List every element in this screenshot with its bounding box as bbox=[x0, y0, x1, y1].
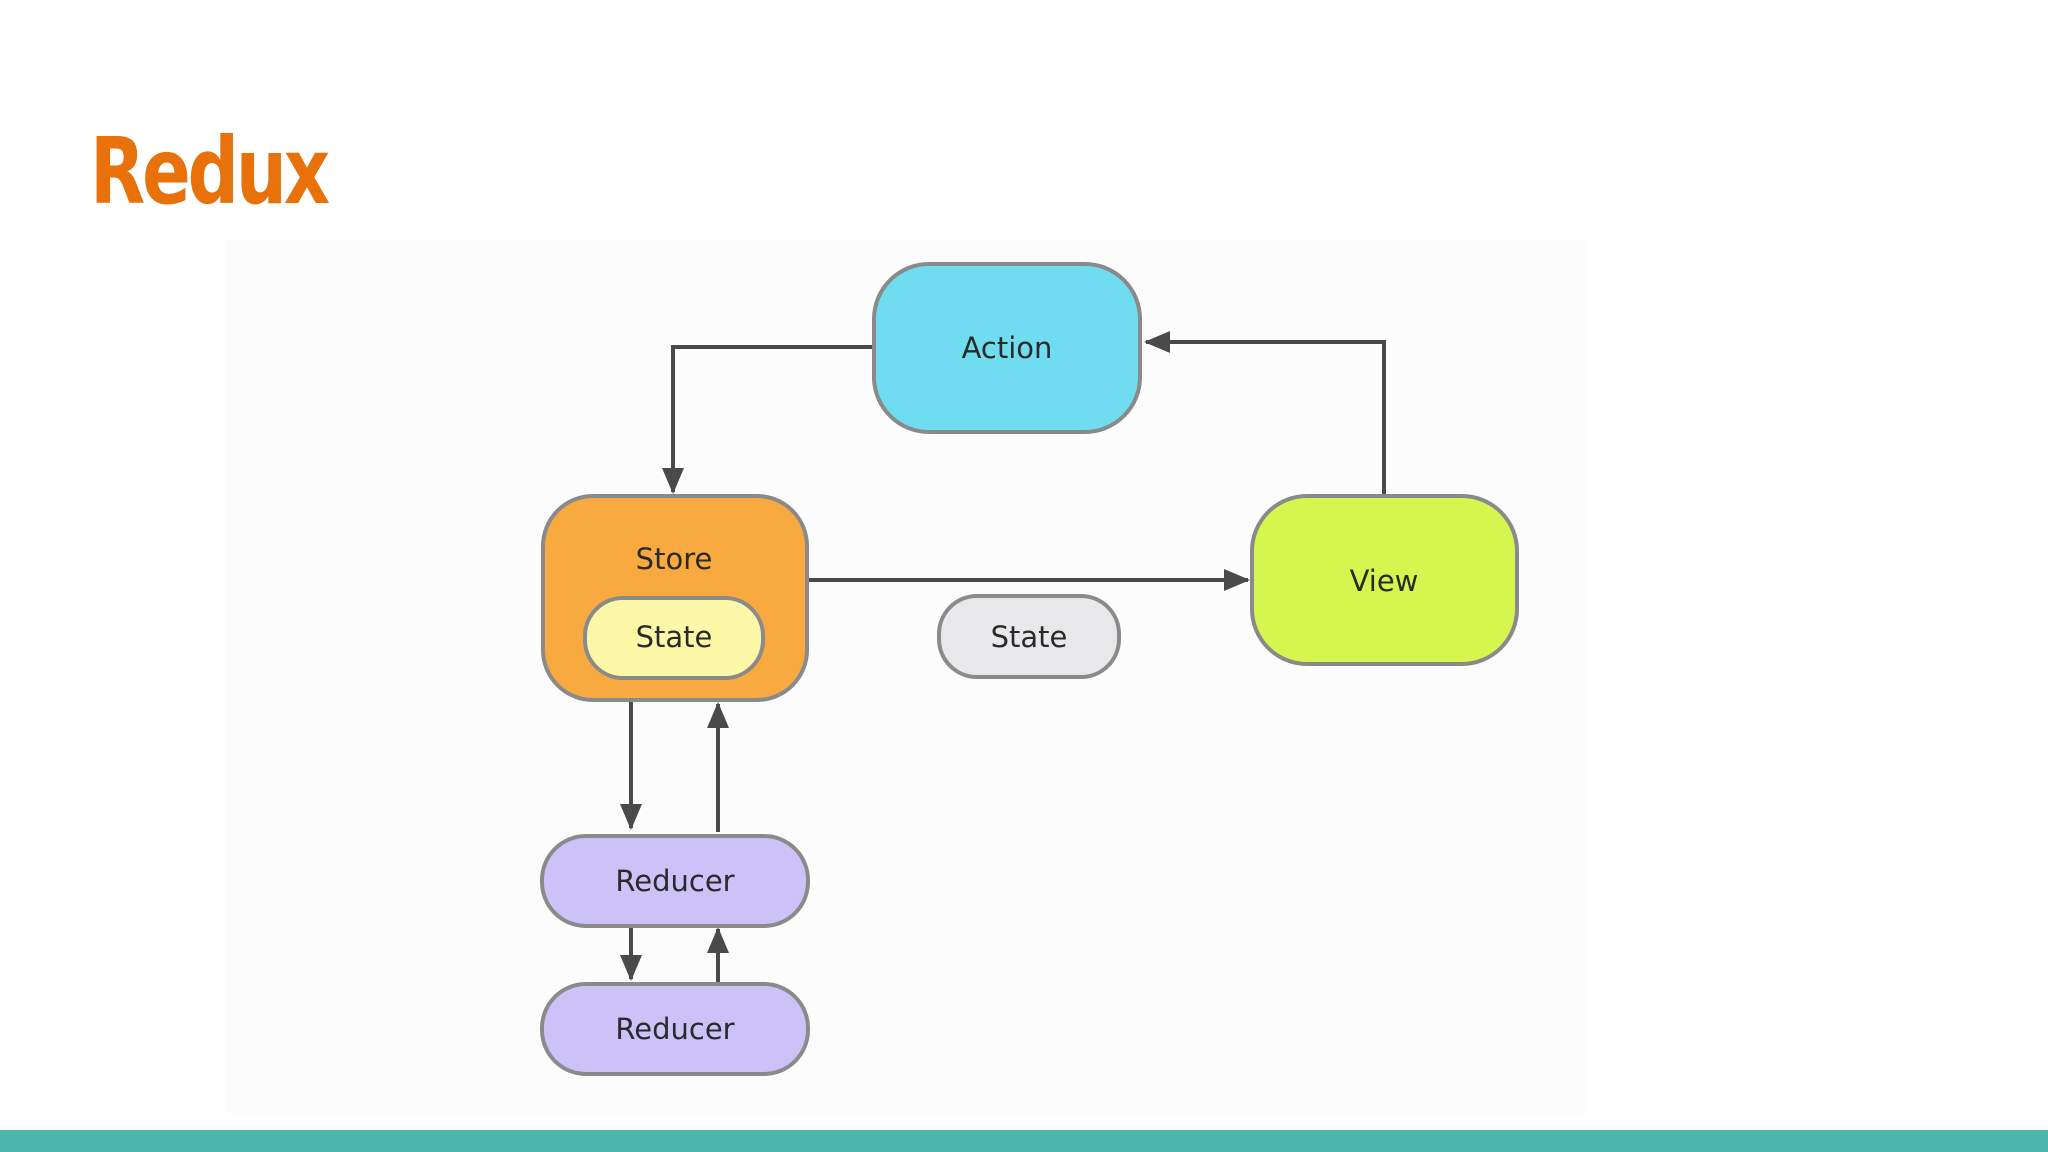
slide-title: Redux bbox=[90, 118, 330, 225]
view-node: View bbox=[1250, 494, 1519, 666]
store-state-node: State bbox=[583, 596, 765, 680]
action-node: Action bbox=[872, 262, 1142, 434]
reducer-node-2: Reducer bbox=[540, 982, 810, 1076]
store-state-node-shape bbox=[583, 596, 765, 680]
footer-bar bbox=[0, 1130, 2048, 1152]
edge-view-to-action bbox=[1144, 331, 1386, 496]
action-node-shape bbox=[872, 262, 1142, 434]
reducer-node-1-label: Reducer bbox=[615, 864, 734, 898]
store-node-label: Store bbox=[636, 542, 713, 576]
passed-state-node-shape bbox=[937, 594, 1121, 679]
reducer-node-1-shape bbox=[540, 834, 810, 928]
reducer-node-1: Reducer bbox=[540, 834, 810, 928]
passed-state-node: State bbox=[937, 594, 1121, 679]
edges bbox=[620, 331, 1386, 983]
reducer-node-2-shape bbox=[540, 982, 810, 1076]
store-node: Store State bbox=[541, 494, 809, 702]
reducer-node-2-label: Reducer bbox=[615, 1012, 734, 1046]
edge-action-to-store bbox=[662, 345, 874, 494]
view-node-shape bbox=[1250, 494, 1519, 666]
store-state-node-label: State bbox=[636, 620, 713, 654]
view-node-label: View bbox=[1350, 564, 1419, 598]
passed-state-node-label: State bbox=[991, 620, 1068, 654]
action-node-label: Action bbox=[962, 331, 1053, 365]
